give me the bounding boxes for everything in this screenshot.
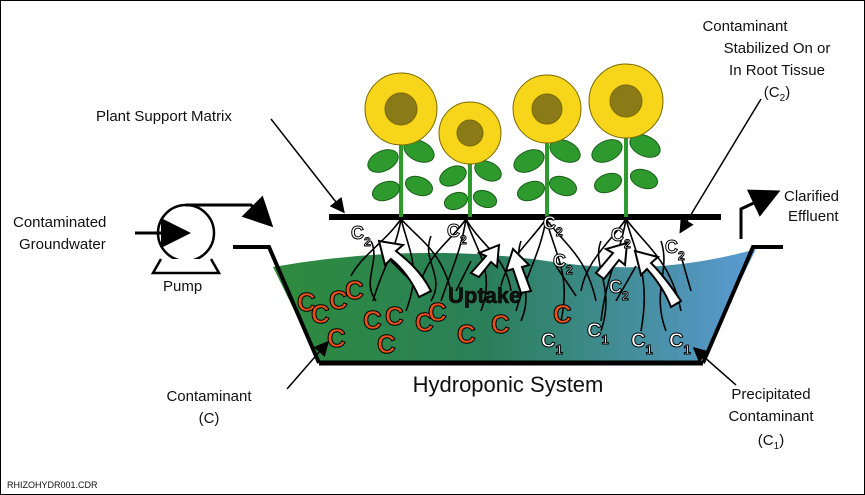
- c2-symbol: C2: [553, 251, 573, 277]
- contaminant-c: C: [363, 305, 382, 335]
- stabilized-label-4: (C2): [764, 84, 790, 104]
- effluent-label-1: Clarified: [784, 188, 839, 205]
- contaminant-c: C: [345, 275, 364, 305]
- contaminant-c: C: [311, 299, 330, 329]
- pump-label: Pump: [163, 278, 202, 295]
- effluent-arrow: [739, 189, 781, 239]
- contaminant-c: C: [385, 301, 404, 331]
- precip-label-1: Precipitated: [731, 386, 810, 403]
- c1-symbols: C1 C1 C1 C1: [541, 320, 692, 358]
- plant-support-leader: [270, 118, 345, 214]
- stabilized-label-2: Stabilized On or: [724, 40, 831, 57]
- precip-label-2: Contaminant: [728, 408, 814, 425]
- precip-label-3: (C1): [758, 432, 784, 452]
- c2-symbol: C2: [665, 237, 685, 263]
- c2-symbol: C2: [447, 221, 467, 247]
- effluent-label-2: Effluent: [788, 208, 839, 225]
- tank-right-wall: [701, 245, 783, 364]
- c1-symbol: C1: [669, 330, 691, 357]
- c2-symbol: C2: [351, 223, 371, 249]
- contaminant-leader: [286, 340, 329, 390]
- sunflowers: [364, 63, 664, 217]
- tank-left-wall: [233, 245, 321, 364]
- contaminant-c: C: [415, 307, 434, 337]
- system-label: Hydroponic System: [413, 372, 604, 397]
- plant-support-label: Plant Support Matrix: [96, 108, 232, 125]
- contaminant-label-2: (C): [199, 410, 220, 427]
- c2-symbol: C2: [609, 277, 629, 303]
- contaminant-c: C: [327, 323, 346, 353]
- contaminant-c: C: [553, 299, 572, 329]
- stabilized-label-3: In Root Tissue: [729, 62, 825, 79]
- c2-symbol: C2: [611, 225, 631, 251]
- pump-icon: [150, 203, 237, 275]
- groundwater-label-1: Contaminated: [13, 214, 106, 231]
- contaminant-c: C: [297, 287, 316, 317]
- c1-symbol: C1: [587, 320, 609, 347]
- uptake-label: Uptake: [448, 283, 521, 308]
- tank-water: [273, 249, 756, 361]
- c1-symbol: C1: [631, 330, 653, 357]
- orange-contaminants: C C C C C C C C C C C C C: [297, 275, 573, 360]
- contaminant-c: C: [377, 329, 396, 359]
- stabilized-leader: [679, 98, 762, 234]
- contaminant-c: C: [428, 297, 447, 327]
- contaminant-label-1: Contaminant: [166, 388, 252, 405]
- contaminant-c: C: [329, 285, 348, 315]
- c2-symbol: C2: [543, 213, 563, 239]
- footer-filename: RHIZOHYDR001.CDR: [7, 480, 98, 490]
- pump-to-tank-arrow: [237, 195, 274, 228]
- groundwater-label-2: Groundwater: [19, 236, 106, 253]
- c2-symbols: C2 C2 C2 C2 C2 C2 C2: [351, 213, 686, 304]
- precip-leader: [692, 347, 737, 386]
- contaminant-c: C: [491, 309, 510, 339]
- c1-symbol: C1: [541, 330, 563, 357]
- stabilized-label-1: Contaminant: [702, 18, 788, 35]
- uptake-arrows: [377, 239, 683, 309]
- contaminant-c: C: [457, 319, 476, 349]
